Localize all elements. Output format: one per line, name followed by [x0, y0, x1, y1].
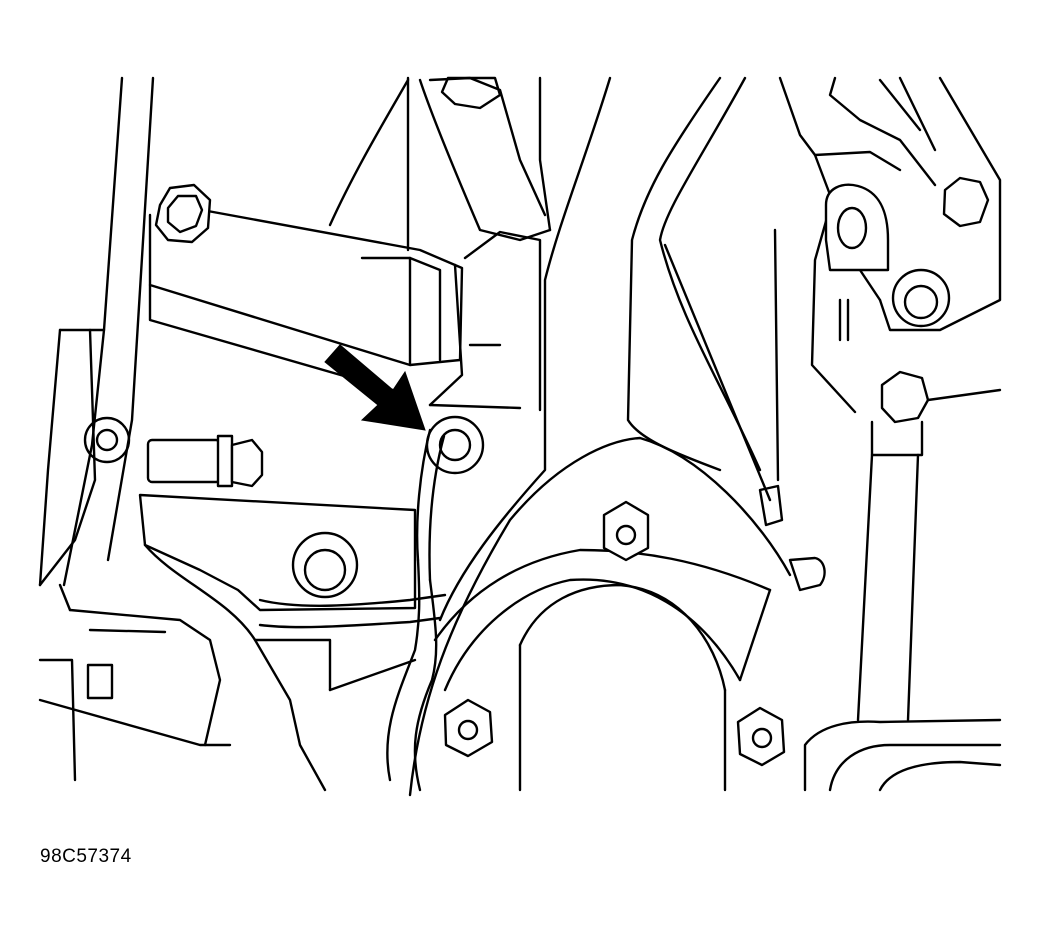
upper-bracket-block — [148, 203, 464, 407]
arch-left-hex-nut — [443, 698, 494, 758]
horizontal-bolt — [146, 434, 264, 488]
lower-bracket-bore — [291, 531, 359, 599]
arch-top-hex-nut — [602, 500, 650, 562]
sensor-connector — [415, 415, 485, 582]
arch-right-hex-nut — [736, 706, 786, 767]
arrow-icon — [324, 344, 426, 431]
top-hex-bolt — [440, 76, 502, 110]
wiring-harness — [258, 558, 447, 792]
right-bracket — [778, 76, 1002, 414]
lower-bracket — [138, 493, 417, 792]
arch-opening — [408, 436, 792, 797]
left-frame-rail — [38, 76, 155, 587]
right-rod-nut — [880, 370, 1002, 424]
left-round-boss — [83, 416, 131, 464]
right-bottom-flange — [803, 718, 1002, 792]
right-pivot-boss — [824, 183, 890, 272]
harness-clip — [758, 228, 826, 592]
upper-cover-section — [328, 76, 552, 412]
figure-id-label: 98C57374 — [40, 846, 132, 867]
upper-hex-bolt — [154, 183, 212, 244]
right-top-hex-nut — [942, 176, 990, 228]
right-round-boss — [891, 268, 951, 328]
right-support-rod — [856, 420, 924, 722]
lower-left-block — [38, 583, 232, 782]
